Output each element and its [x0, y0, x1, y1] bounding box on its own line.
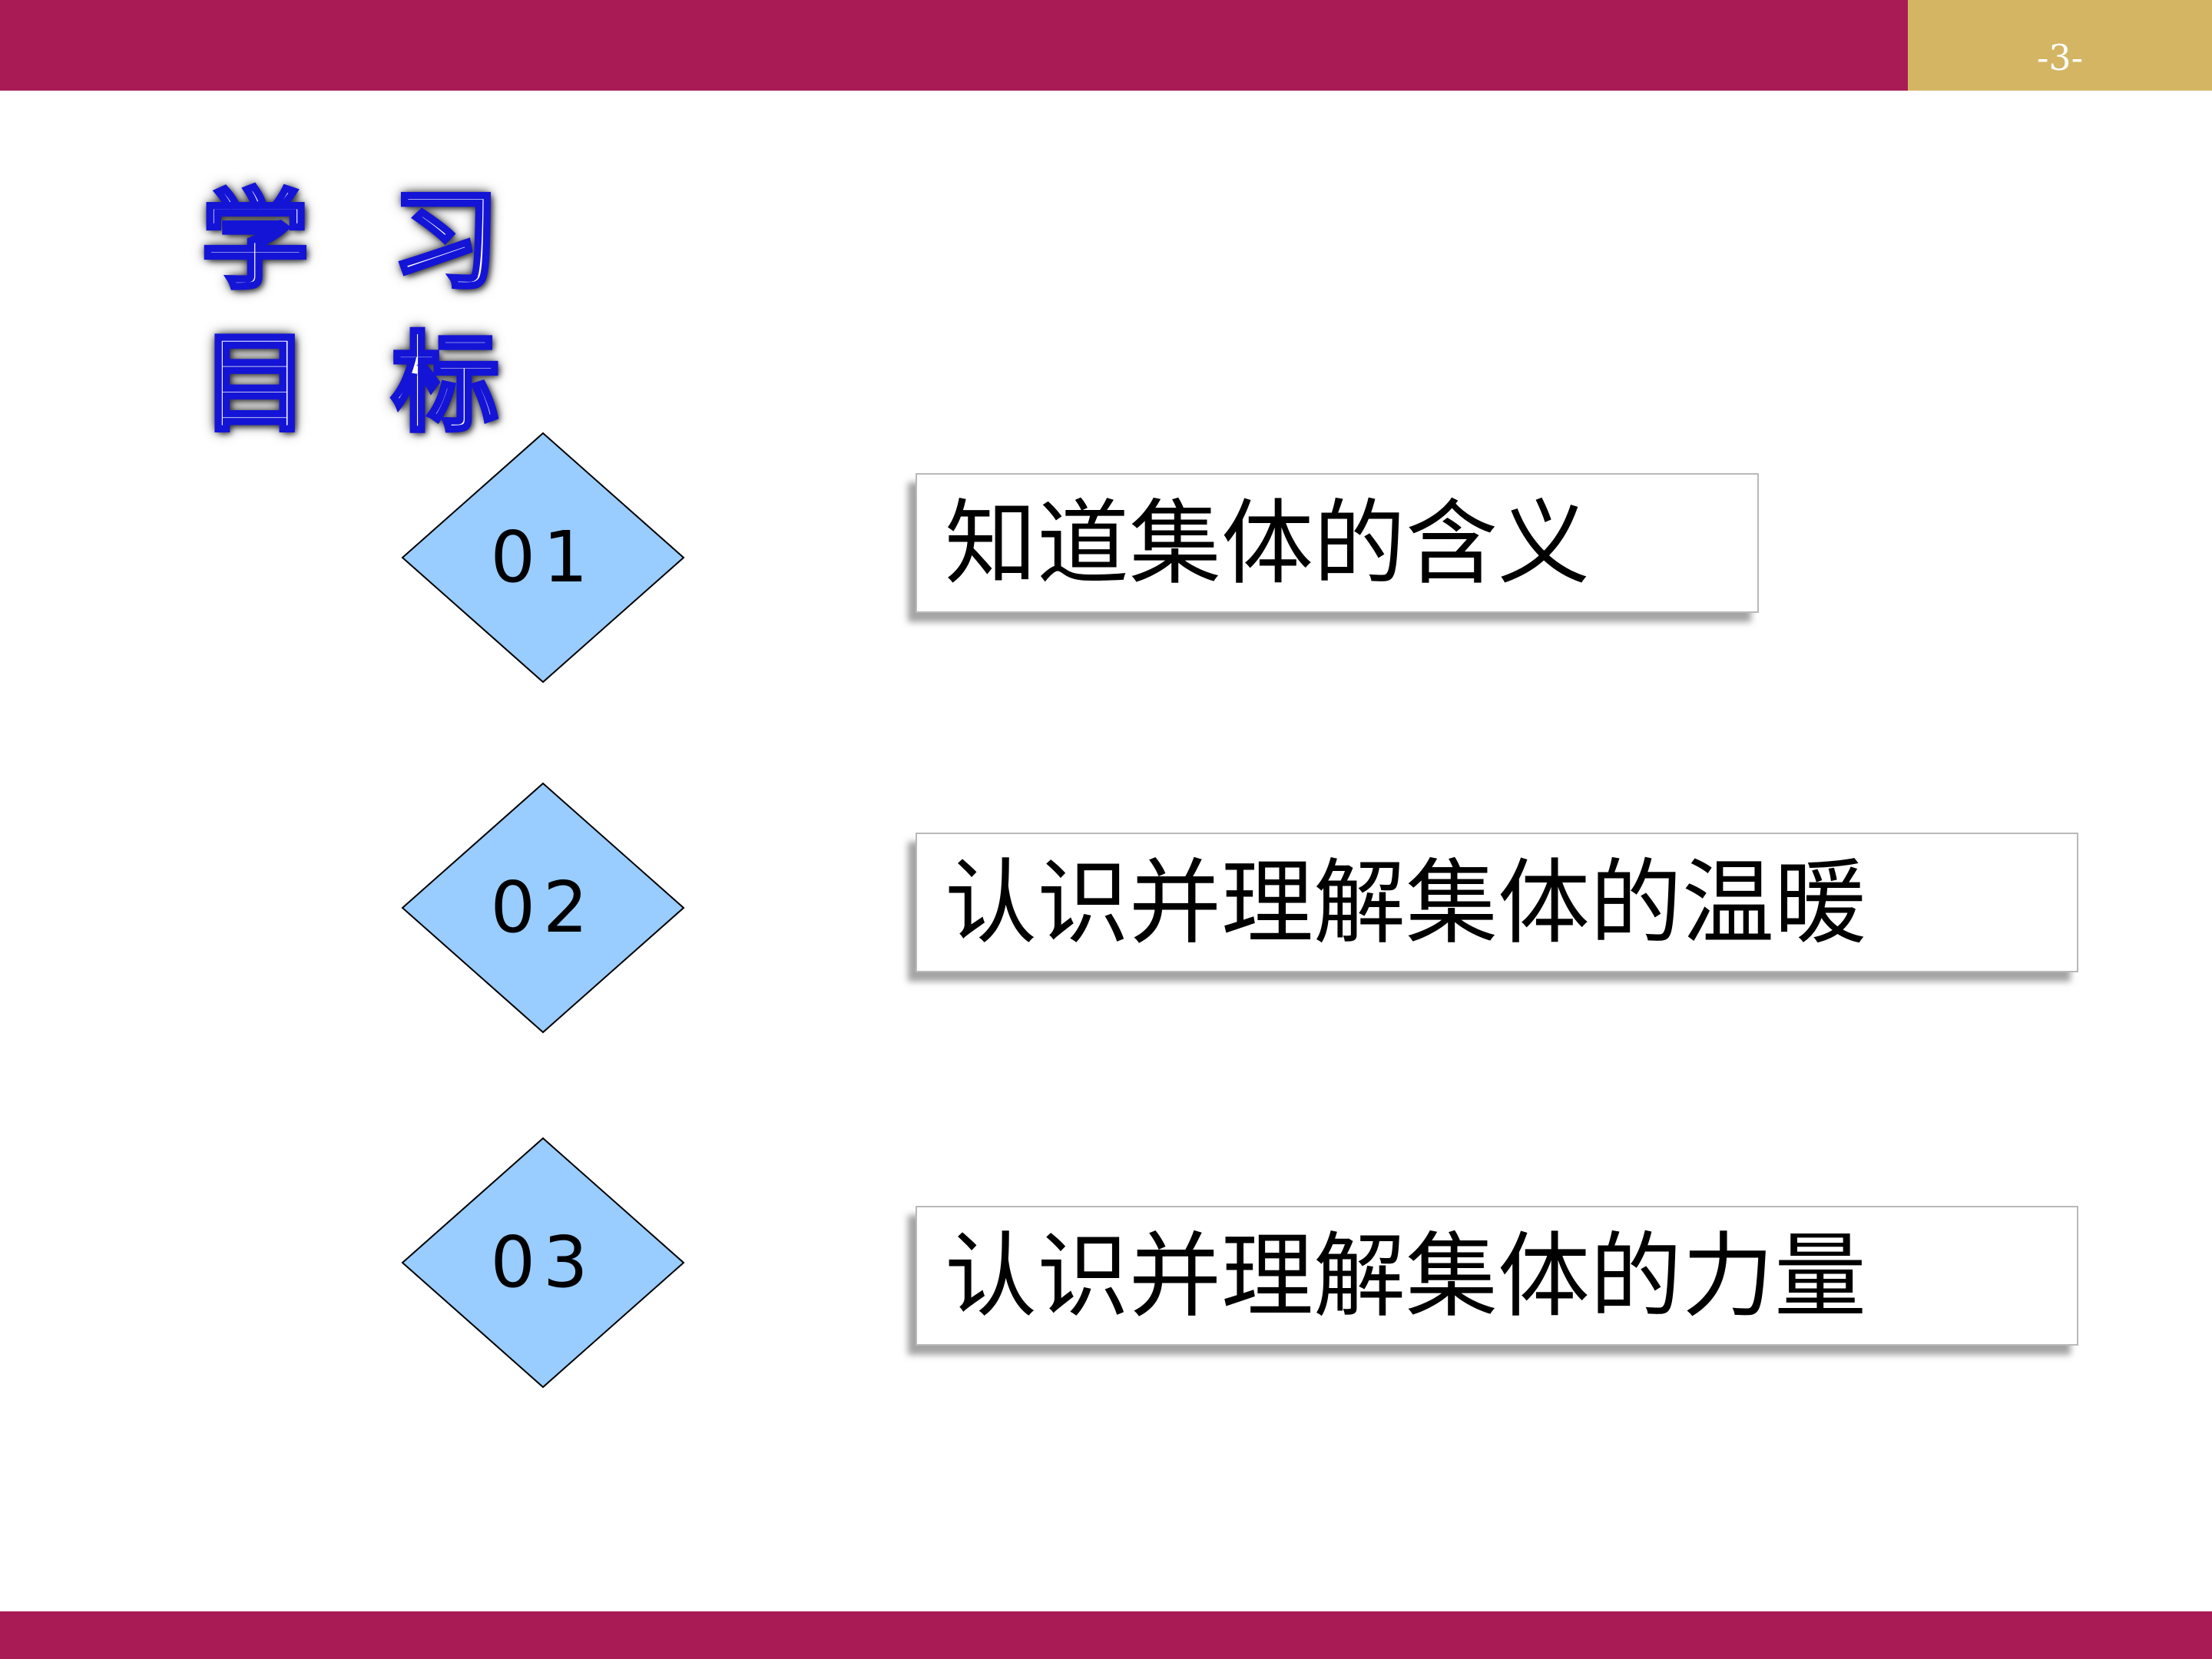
goal-number: 02	[490, 866, 596, 949]
goal-text: 知道集体的含义	[945, 491, 1590, 598]
top-bar	[0, 0, 1908, 91]
goal-number: 03	[490, 1221, 596, 1303]
diamond-shape	[401, 782, 685, 1034]
goal-number-diamond-3: 03	[401, 1137, 685, 1389]
page-number: -3-	[2036, 37, 2084, 78]
goal-box-1: 知道集体的含义	[916, 473, 1759, 613]
goal-box-2: 认识并理解集体的温暖	[916, 833, 2078, 972]
page-number-box	[1908, 0, 2212, 91]
page-title: 学习目标	[200, 177, 583, 449]
goal-number-diamond-2: 02	[401, 782, 685, 1034]
goal-text: 认识并理解集体的温暖	[945, 850, 1866, 957]
diamond-shape	[401, 432, 685, 684]
goal-box-3: 认识并理解集体的力量	[916, 1206, 2078, 1346]
goal-text: 认识并理解集体的力量	[945, 1224, 1866, 1330]
bottom-bar	[0, 1611, 2212, 1659]
goal-number: 01	[490, 516, 596, 598]
diamond-shape	[401, 1137, 685, 1389]
goal-number-diamond-1: 01	[401, 432, 685, 684]
